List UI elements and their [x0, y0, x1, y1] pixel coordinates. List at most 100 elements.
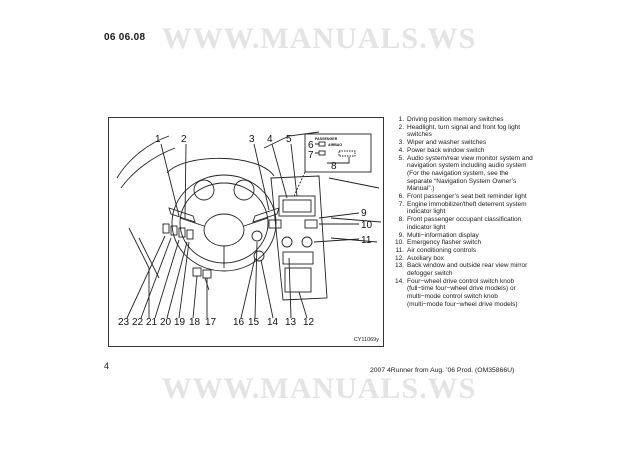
legend-text: Front passenger’s seat belt reminder lig…: [407, 193, 527, 201]
callout-1: 1: [155, 134, 161, 145]
bottom-right-leaders: [240, 241, 308, 319]
legend-num: 4.: [398, 146, 404, 154]
legend-num: 9.: [398, 231, 404, 239]
callout-17: 17: [205, 317, 217, 328]
ac-knob-right: [301, 236, 313, 248]
callout-7: 7: [308, 150, 314, 161]
pedal-switch-b: [202, 269, 212, 279]
switch-a: [162, 223, 170, 234]
steering-wheel-outer: [171, 174, 277, 272]
callout-9: 9: [361, 208, 367, 219]
legend-item: 1.Driving position memory switches: [388, 116, 533, 124]
footer-text: 2007 4Runner from Aug. ’06 Prod. (OM3586…: [370, 367, 515, 374]
watermark-top: WWW.MANUALS.WS: [161, 22, 477, 55]
windshield-left-inner: [120, 147, 176, 189]
legend-num: 6.: [398, 193, 404, 201]
dashboard-drawing: PASSENGER AIRBAG 1 2 3 4 5 6 7 8 9 10 11…: [116, 131, 382, 328]
legend-num: 12.: [394, 254, 404, 262]
legend-item: 8.Front passenger occupant classificatio…: [388, 216, 533, 231]
steering-hub: [203, 213, 245, 247]
legend-num: 11.: [395, 246, 404, 254]
legend-text: Back window and outside rear view mirror…: [407, 262, 528, 278]
legend-item: 10.Emergency flasher switch: [388, 239, 533, 247]
switch-b: [170, 225, 178, 236]
right-dash-lines: [328, 177, 382, 243]
legend-text: Wiper and washer switches: [407, 139, 487, 147]
print-date: 06 06.08: [104, 32, 146, 43]
legend-text: Multi−information display: [407, 231, 479, 239]
switch-d: [186, 229, 194, 240]
watermark-bottom: WWW.MANUALS.WS: [161, 372, 477, 405]
gauge-right: [233, 179, 255, 201]
callout-20: 20: [160, 317, 172, 328]
callout-16: 16: [233, 317, 245, 328]
legend-num: 5.: [398, 154, 404, 162]
center-stack: [270, 175, 328, 301]
pedal-switch-a: [192, 267, 202, 277]
instrument-hood: [166, 157, 275, 177]
callout-5: 5: [286, 134, 292, 145]
steering-spokes: [179, 217, 269, 268]
legend-text: Auxiliary box: [407, 254, 444, 262]
callout-4: 4: [267, 134, 273, 145]
dashboard-illustration: PASSENGER AIRBAG 1 2 3 4 5 6 7 8 9 10 11…: [108, 117, 384, 347]
legend-text: Power back window switch: [407, 146, 485, 154]
callout-22: 22: [132, 317, 144, 328]
callout-10: 10: [361, 220, 373, 231]
callout-8: 8: [331, 161, 337, 172]
callout-2: 2: [181, 134, 187, 145]
legend-text: Air conditioning controls: [407, 246, 477, 254]
callout-23: 23: [118, 317, 130, 328]
wiper-stalk: [252, 207, 280, 223]
occupant-light: [338, 150, 356, 157]
top-leaders: [160, 143, 298, 219]
ac-knob-left: [281, 236, 293, 248]
legend-item: 7.Engine immobilizer/theft deterrent sys…: [388, 201, 533, 216]
legend-item: 9.Multi−information display: [388, 232, 533, 240]
legend-item: 3.Wiper and washer switches: [388, 139, 533, 147]
gauge-left: [193, 179, 215, 201]
callout-12: 12: [303, 317, 315, 328]
mirror-switch: [253, 250, 265, 262]
4wd-knob: [251, 230, 263, 242]
legend-item: 2.Headlight, turn signal and front fog l…: [388, 124, 533, 139]
legend-text: Audio system/rear view monitor system an…: [407, 154, 533, 193]
inset-pointer: [293, 171, 306, 197]
callout-14: 14: [267, 317, 279, 328]
callout-3: 3: [249, 134, 255, 145]
legend-text: Front passenger occupant classification …: [407, 216, 522, 231]
audio-display: [282, 199, 312, 213]
airbag-label-1: PASSENGER: [315, 137, 338, 141]
legend-text: Driving position memory switches: [407, 116, 504, 123]
legend-num: 8.: [398, 216, 404, 224]
legend-item: 14.Four−wheel drive control switch knob …: [388, 278, 533, 309]
callout-15: 15: [248, 317, 260, 328]
hazard-switch: [268, 219, 282, 229]
page-number: 4: [104, 361, 110, 371]
right-leaders: [313, 212, 360, 243]
legend-item: 5.Audio system/rear view monitor system …: [388, 155, 533, 194]
legend-item: 12.Auxiliary box: [388, 255, 533, 263]
callout-11: 11: [361, 235, 372, 246]
legend-item: 11.Air conditioning controls: [388, 247, 533, 255]
legend-text: Engine immobilizer/theft deterrent syste…: [407, 200, 527, 216]
legend-list: 1.Driving position memory switches 2.Hea…: [388, 116, 533, 309]
legend-text: Four−wheel drive control switch knob (fu…: [407, 277, 518, 308]
legend-num: 3.: [398, 139, 404, 147]
figure-code: CY11069y: [353, 337, 379, 343]
airbag-label-2: AIRBAG: [328, 143, 342, 147]
left-lower-panel: [128, 227, 160, 318]
callout-18: 18: [189, 317, 201, 328]
callout-21: 21: [146, 317, 158, 328]
ac-panel: [282, 251, 314, 265]
legend-num: 14.: [394, 277, 404, 285]
callout-13: 13: [285, 317, 297, 328]
bottom-left-leaders: [126, 235, 208, 319]
callout-6: 6: [308, 140, 314, 151]
callout-19: 19: [174, 317, 186, 328]
inset-leaders: [315, 143, 319, 154]
legend-num: 1.: [398, 116, 404, 123]
legend-item: 4.Power back window switch: [388, 147, 533, 155]
legend-text: Emergency flasher switch: [407, 239, 482, 247]
legend-text: Headlight, turn signal and front fog lig…: [407, 123, 521, 139]
